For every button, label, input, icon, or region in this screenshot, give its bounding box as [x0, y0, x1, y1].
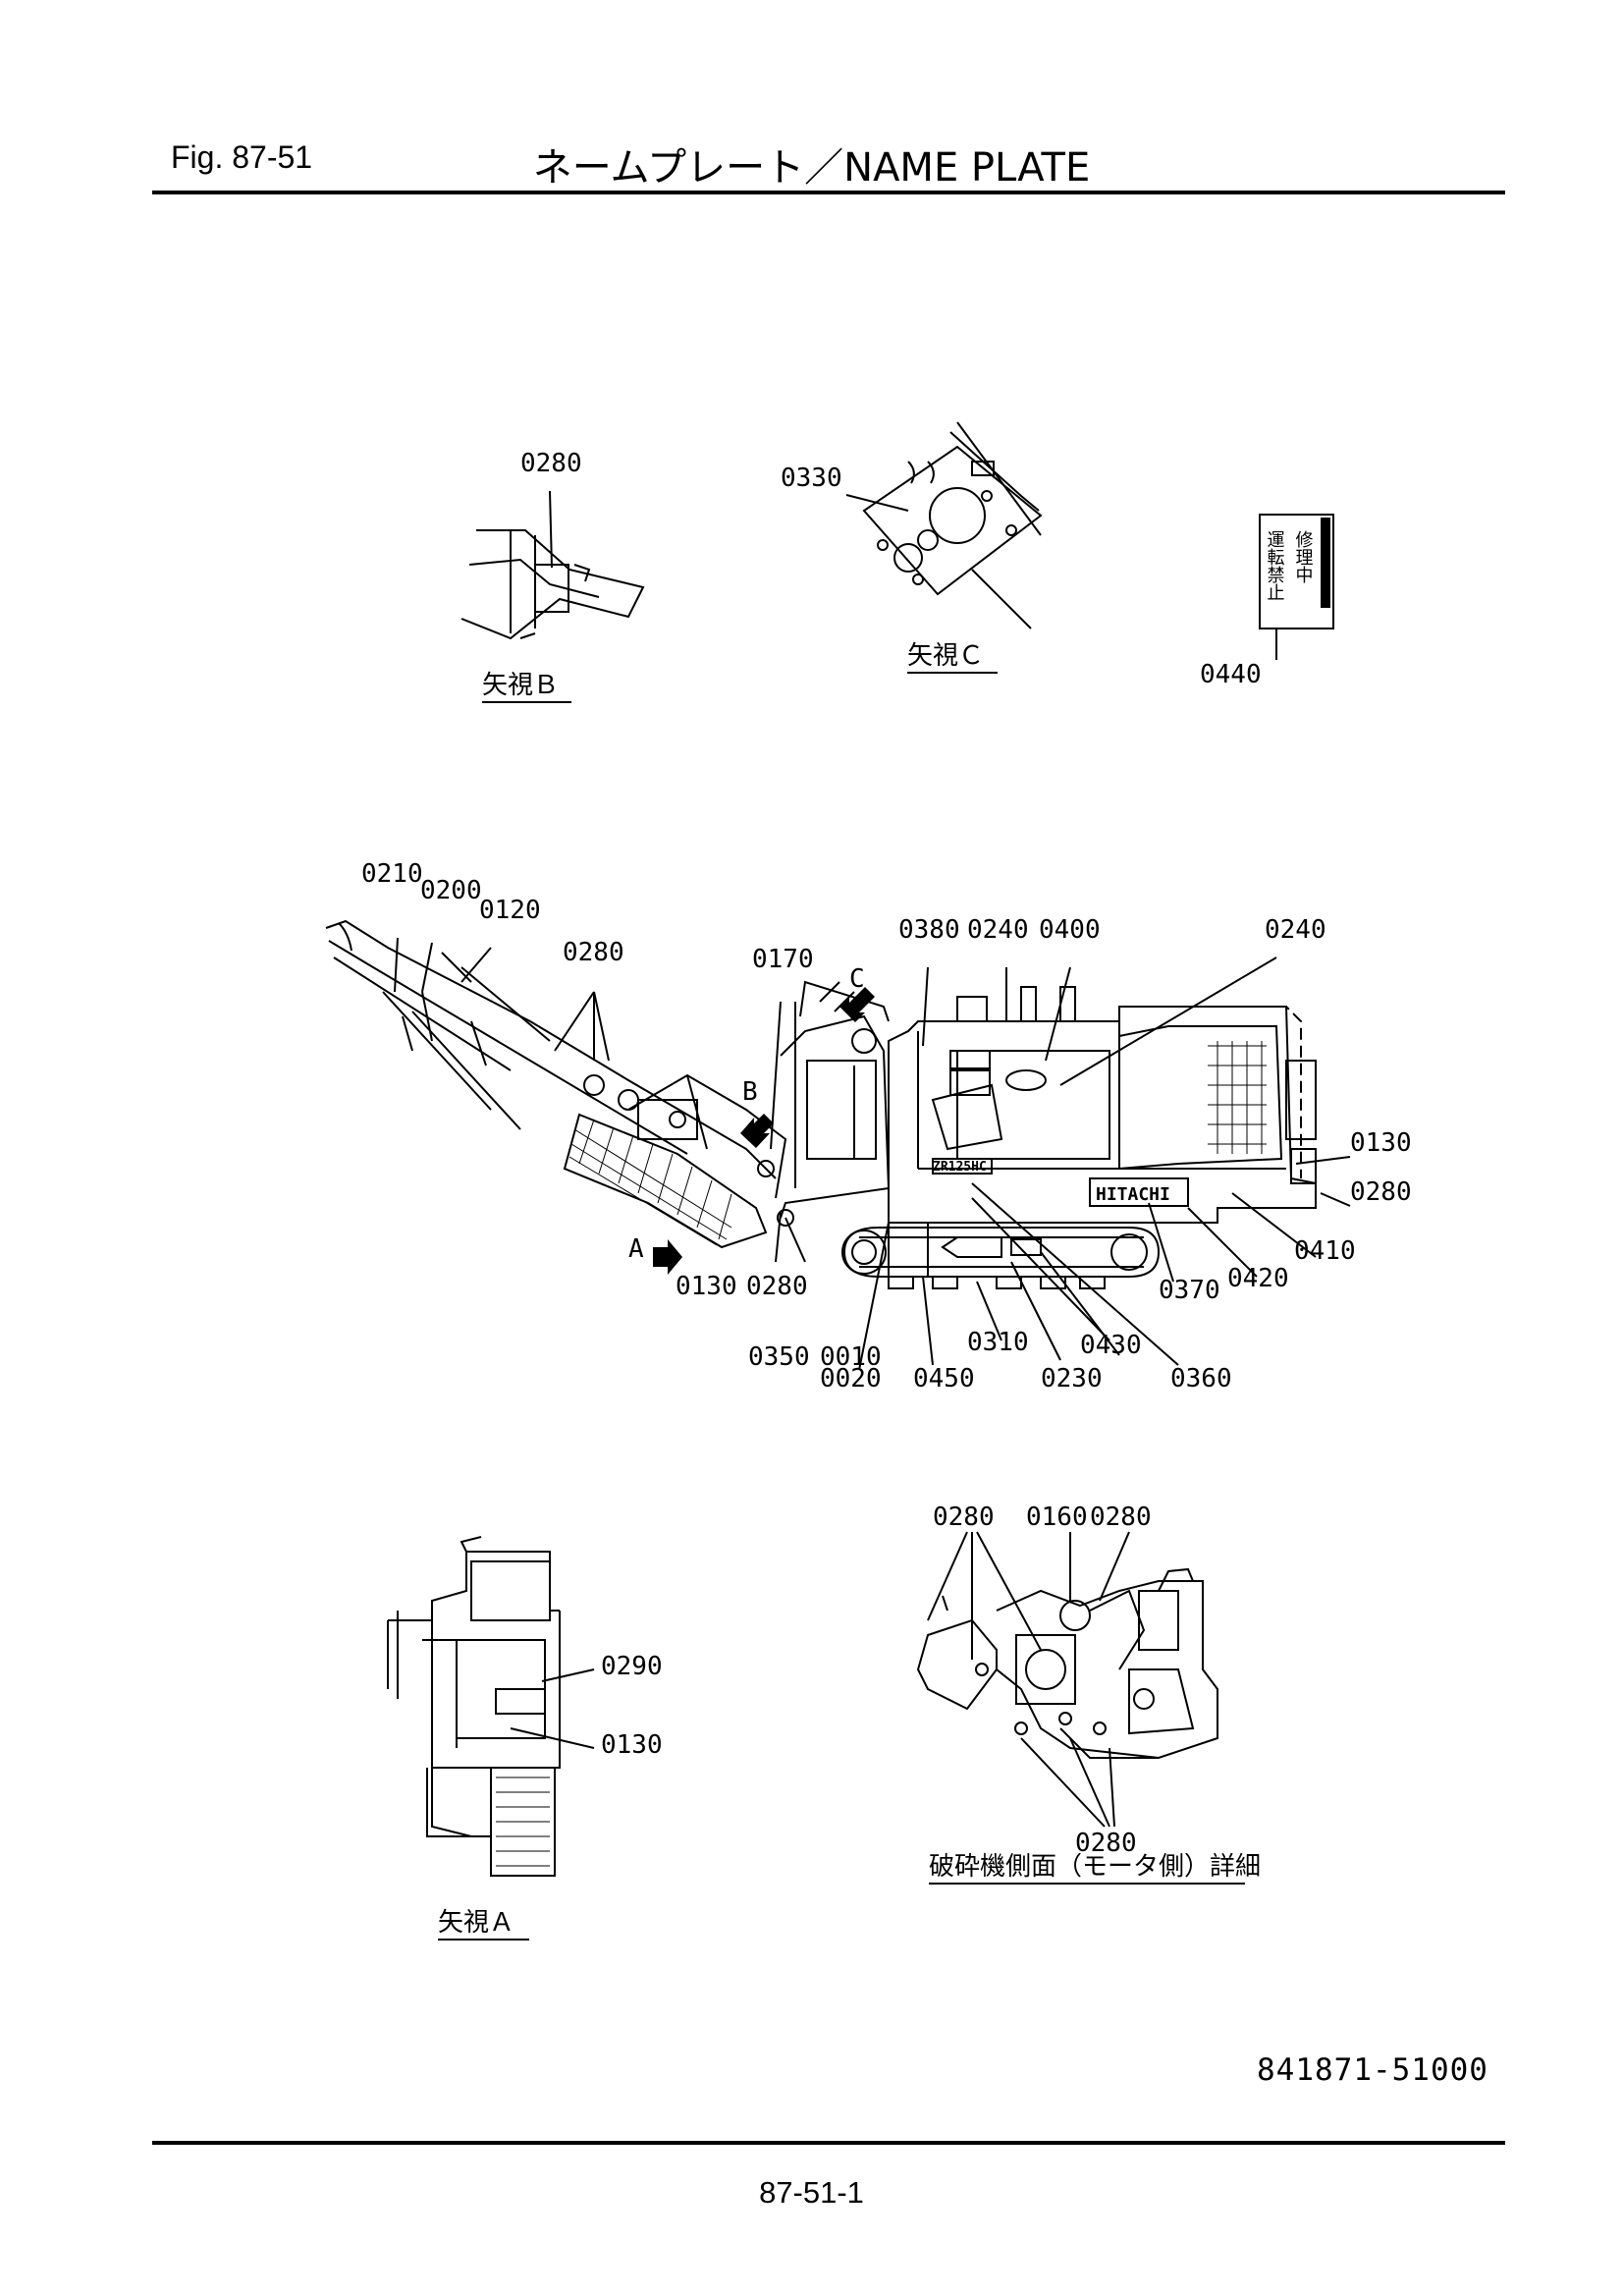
crusher-detail-drawing [916, 1531, 1218, 1828]
callout-0360: 0360 [1170, 1364, 1232, 1394]
callout-0430: 0430 [1080, 1331, 1142, 1360]
page-number: 87-51-1 [759, 2175, 864, 2210]
callout-view-b-0280: 0280 [520, 449, 582, 478]
brand-plate: HITACHI [1096, 1184, 1170, 1205]
callout-0420: 0420 [1227, 1264, 1289, 1293]
arrow-a-icon [653, 1239, 682, 1275]
view-a-drawing [387, 1536, 595, 1877]
callout-0120: 0120 [479, 896, 541, 925]
callout-0240-right: 0240 [1265, 915, 1326, 945]
callout-0170: 0170 [752, 945, 814, 974]
caption-view-c: 矢視Ｃ [907, 641, 984, 671]
callout-0130-front: 0130 [676, 1272, 737, 1301]
tag-text-left: 運転禁止 [1265, 530, 1285, 601]
callout-view-c-0330: 0330 [781, 464, 842, 493]
callout-detail-0160: 0160 [1026, 1503, 1088, 1532]
callout-0410: 0410 [1294, 1236, 1356, 1266]
tag-text-right: 修理中 [1293, 530, 1314, 583]
callout-0280-front: 0280 [746, 1272, 808, 1301]
main-machine-drawing [325, 919, 1351, 1371]
callout-0010: 0010 [820, 1342, 882, 1372]
callout-0380: 0380 [898, 915, 960, 945]
caption-view-a: 矢視Ａ [438, 1908, 514, 1938]
arrow-b-label: B [742, 1077, 758, 1107]
callout-0310: 0310 [967, 1328, 1029, 1357]
figure-number: Fig. 87-51 [171, 139, 313, 175]
arrow-a-label: A [628, 1234, 644, 1264]
callout-view-a-0290: 0290 [601, 1652, 663, 1681]
caption-crusher-detail: 破砕機側面（モータ側）詳細 [929, 1852, 1261, 1882]
callout-detail-0280-left: 0280 [933, 1503, 995, 1532]
page-title: ネームプレート／NAME PLATE [532, 145, 1091, 191]
arrow-c-label: C [849, 964, 865, 994]
callout-0280-conveyor: 0280 [563, 938, 624, 967]
caption-underlines [438, 672, 1245, 1941]
arrow-b-icon [740, 1114, 774, 1148]
callout-0210: 0210 [361, 859, 423, 889]
caption-view-b: 矢視Ｂ [482, 671, 559, 700]
callout-view-a-0130: 0130 [601, 1730, 663, 1760]
callout-0400: 0400 [1039, 915, 1101, 945]
callout-0020: 0020 [820, 1364, 882, 1394]
callout-0130-rear: 0130 [1350, 1128, 1412, 1158]
callout-0350: 0350 [748, 1342, 810, 1372]
arrow-c-icon [839, 987, 875, 1022]
view-c-drawing [862, 421, 1043, 629]
document-number: 841871-51000 [1257, 2052, 1488, 2088]
callout-0230: 0230 [1041, 1364, 1103, 1394]
callout-0240-left: 0240 [967, 915, 1029, 945]
callout-0200: 0200 [420, 876, 482, 905]
footer-rule [152, 2141, 1505, 2145]
callout-0280-rear: 0280 [1350, 1177, 1412, 1207]
callout-tag-0440: 0440 [1200, 660, 1262, 689]
callout-0450: 0450 [913, 1364, 975, 1394]
view-b-drawing [460, 490, 645, 640]
header-rule [152, 191, 1505, 194]
callout-detail-0280-right: 0280 [1090, 1503, 1152, 1532]
callout-detail-0280-bottom: 0280 [1075, 1829, 1137, 1858]
warning-tag-0440 [1259, 514, 1334, 629]
callout-0370: 0370 [1159, 1276, 1220, 1305]
model-plate: ZR125HC [933, 1160, 987, 1175]
view-arrows [653, 987, 875, 1275]
